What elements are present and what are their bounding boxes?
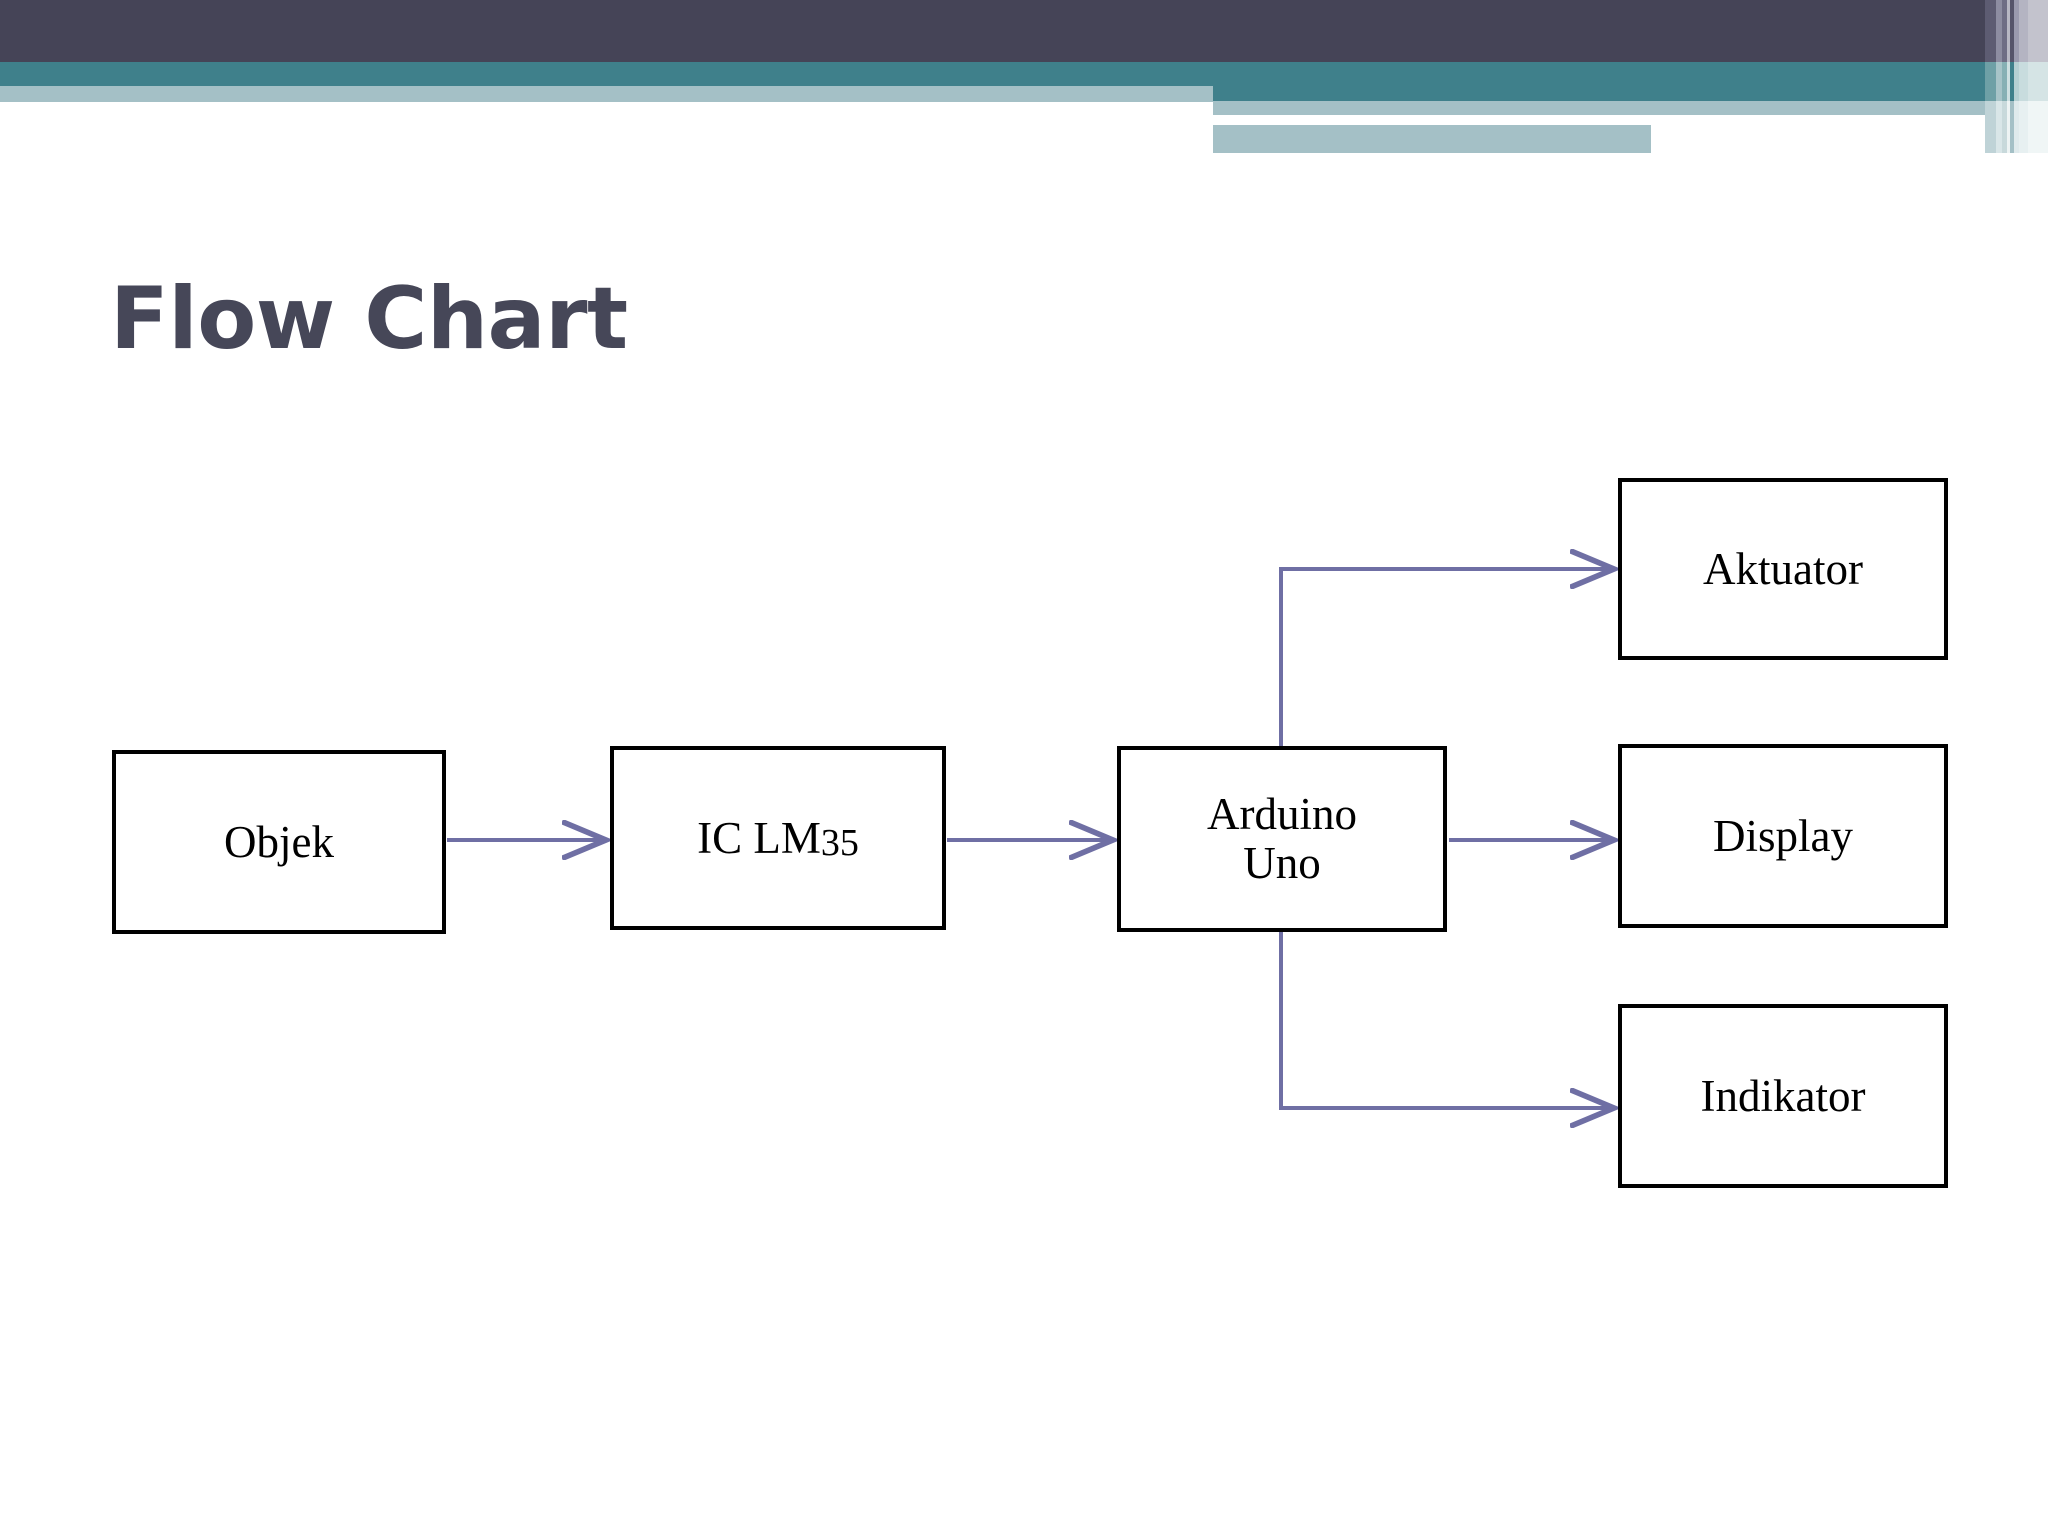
header-vertical-stripes [1985,0,2048,153]
flow-node-arduino-line2: Uno [1243,838,1321,888]
flow-node-indikator-label: Indikator [1700,1070,1866,1121]
flow-node-ic-lm35-label-sub: 35 [820,822,859,865]
header-teal-band-left [0,62,1213,86]
header-white-gap [1213,115,1903,125]
flow-node-arduino-uno[interactable]: Arduino Uno [1117,746,1447,932]
flow-node-ic-lm35-label: IC LM [697,812,821,863]
flow-node-aktuator[interactable]: Aktuator [1618,478,1948,660]
header-light-band-thin-right [1213,101,2048,115]
flow-node-objek-label: Objek [224,816,334,867]
header-light-band-lower [1213,125,1651,153]
flow-node-display-label: Display [1713,810,1853,861]
flow-node-aktuator-label: Aktuator [1703,543,1863,594]
edge-arduino-to-aktuator [1279,569,1614,746]
flow-node-arduino-uno-label: Arduino Uno [1207,790,1357,887]
edge-arduino-to-indikator [1279,932,1614,1108]
flow-node-arduino-line1: Arduino [1207,789,1357,840]
page-title: Flow Chart [110,269,628,369]
flow-node-indikator[interactable]: Indikator [1618,1004,1948,1188]
header-teal-band-right [1213,62,2048,101]
header-dark-band [0,0,2048,62]
header-light-band-left [0,86,1213,102]
flow-node-objek[interactable]: Objek [112,750,446,934]
flow-node-display[interactable]: Display [1618,744,1948,928]
